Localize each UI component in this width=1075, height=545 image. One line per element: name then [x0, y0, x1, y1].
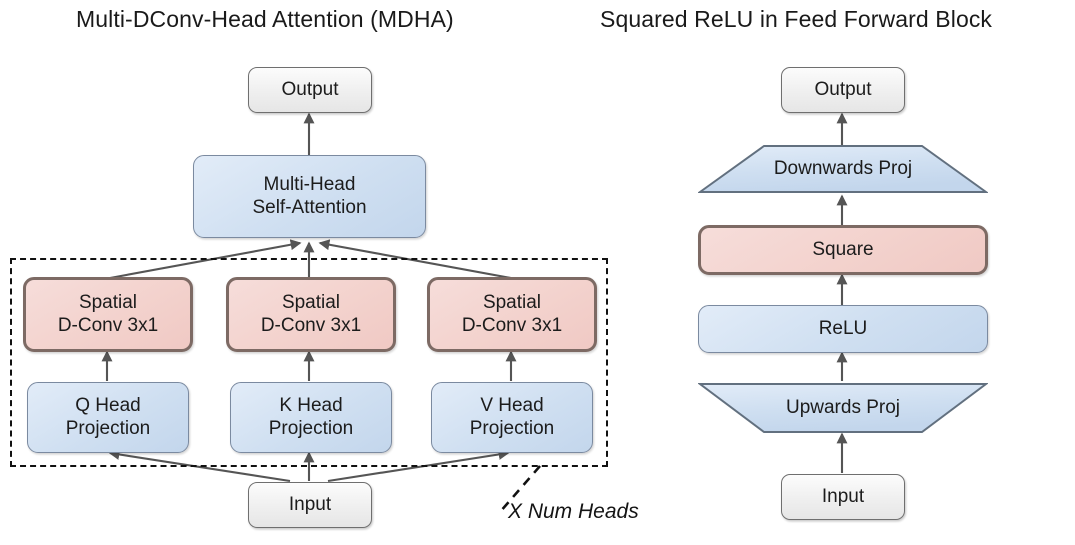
q-head-projection-label: Q Head Projection: [65, 395, 151, 439]
relu-node: ReLU: [698, 305, 988, 353]
num-heads-note: X Num Heads: [508, 500, 639, 523]
right-output-node: Output: [781, 67, 905, 113]
v-head-projection-label: V Head Projection: [469, 395, 555, 439]
left-input-label: Input: [288, 493, 332, 515]
spatial-dconv-k-node: Spatial D-Conv 3x1: [226, 277, 396, 352]
k-head-projection-label: K Head Projection: [268, 395, 354, 439]
v-head-projection-node: V Head Projection: [431, 382, 593, 453]
multi-head-self-attention-node: Multi-Head Self-Attention: [193, 155, 426, 238]
right-input-label: Input: [821, 485, 865, 507]
left-output-node: Output: [248, 67, 372, 113]
downwards-proj-label: Downwards Proj: [773, 158, 913, 179]
left-output-label: Output: [281, 78, 339, 100]
right-output-label: Output: [814, 78, 872, 100]
downwards-proj-node: Downwards Proj: [698, 144, 988, 194]
q-head-projection-node: Q Head Projection: [27, 382, 189, 453]
relu-label: ReLU: [818, 317, 868, 339]
left-input-node: Input: [248, 482, 372, 528]
left-panel-title: Multi-DConv-Head Attention (MDHA): [76, 6, 454, 32]
spatial-dconv-q-node: Spatial D-Conv 3x1: [23, 277, 193, 352]
right-input-node: Input: [781, 474, 905, 520]
k-head-projection-node: K Head Projection: [230, 382, 392, 453]
upwards-proj-node: Upwards Proj: [698, 382, 988, 434]
square-label: Square: [812, 238, 874, 260]
spatial-dconv-k-label: Spatial D-Conv 3x1: [260, 292, 362, 336]
upwards-proj-label: Upwards Proj: [785, 397, 901, 418]
spatial-dconv-q-label: Spatial D-Conv 3x1: [57, 292, 159, 336]
right-panel-title: Squared ReLU in Feed Forward Block: [600, 6, 993, 32]
multi-head-self-attention-label: Multi-Head Self-Attention: [252, 174, 367, 218]
spatial-dconv-v-node: Spatial D-Conv 3x1: [427, 277, 597, 352]
spatial-dconv-v-label: Spatial D-Conv 3x1: [461, 292, 563, 336]
square-node: Square: [698, 225, 988, 275]
